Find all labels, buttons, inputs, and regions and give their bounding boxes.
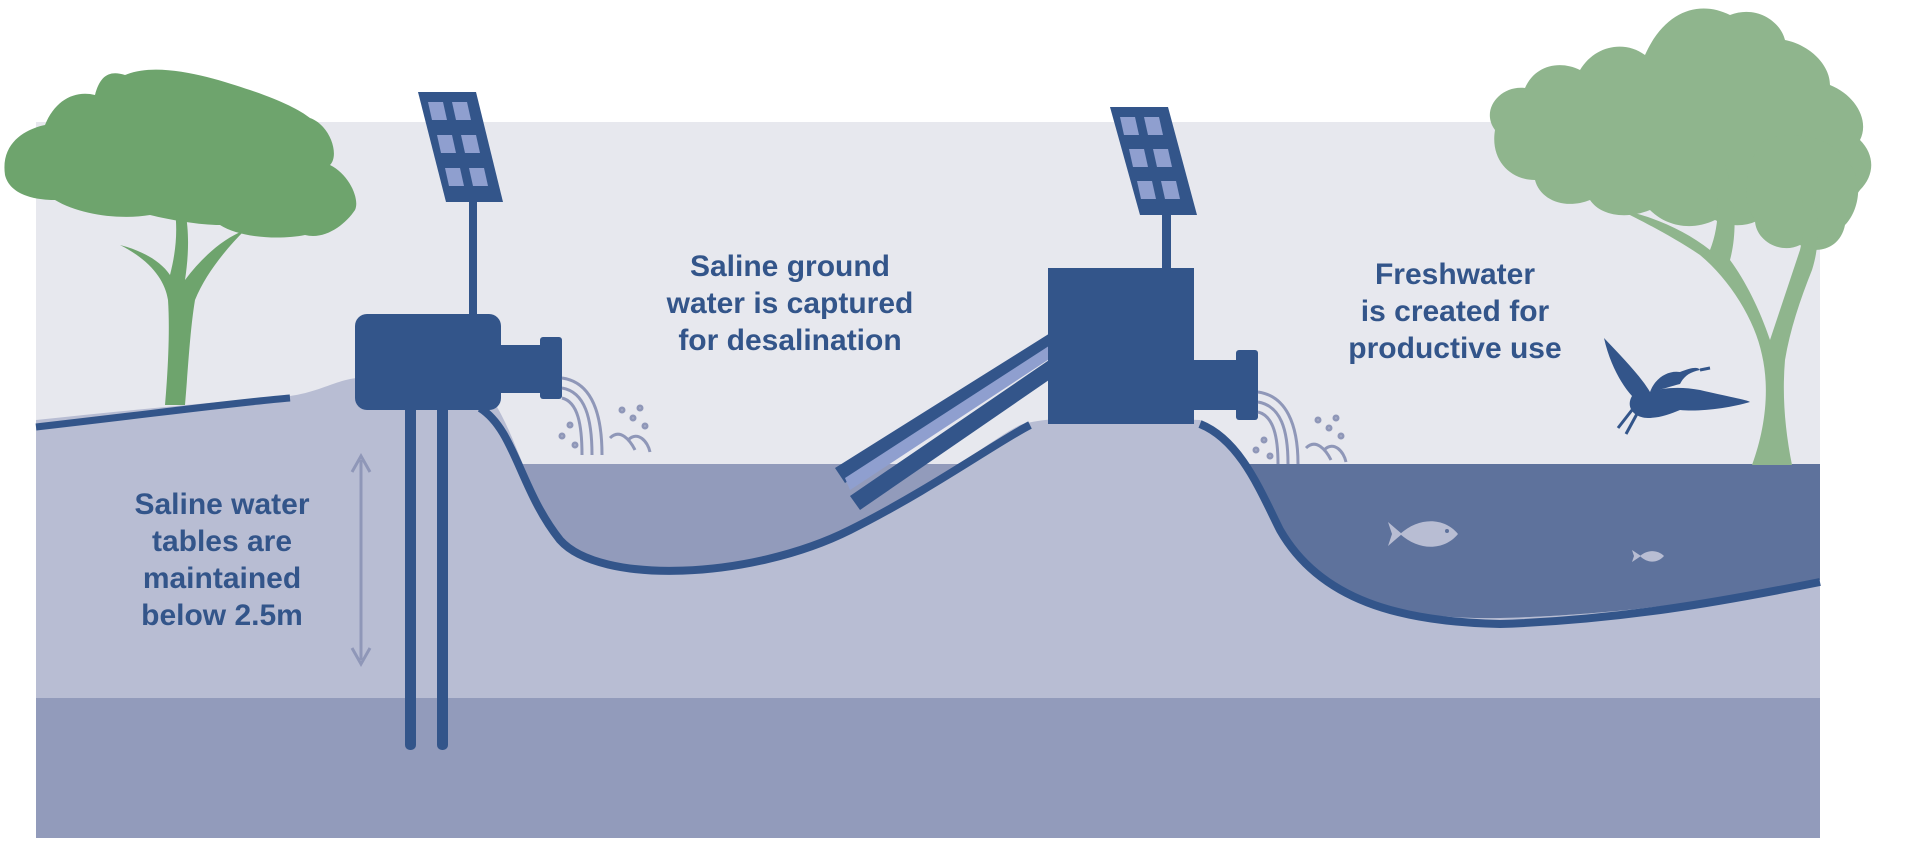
label-line: productive use [1348,332,1562,365]
ground-line [35,394,291,431]
groundwater-captured-label: Saline ground water is captured for desa… [630,248,950,359]
solar-panel-icon [1110,107,1197,274]
heron-icon [1604,338,1750,435]
label-line: Saline ground [689,250,890,283]
label-line: Saline water [134,488,310,521]
label-line: is created for [1360,295,1550,328]
deep-soil-band [36,698,1820,838]
pump-icon [835,268,1258,510]
label-line: Freshwater [1374,258,1536,291]
fresh-pond [1245,464,1820,619]
label-line: for desalination [678,324,902,357]
tree-icon [4,69,357,405]
saline-water-tables-label: Saline water tables are maintained below… [95,486,349,634]
label-line: maintained [142,562,302,595]
solar-panel-icon [418,92,503,320]
label-line: water is captured [666,287,914,320]
well-pipe-right [437,400,448,750]
well-pipe-left [405,400,416,750]
water-spray-icon [1252,390,1348,465]
saline-pond [520,464,970,571]
label-line: below 2.5m [141,599,303,632]
pump-icon [355,314,562,410]
double-arrow-icon [350,452,372,668]
label-line: tables are [151,525,293,558]
channel-line-fresh [1198,420,1821,629]
soil-layer [36,378,1820,700]
fish-icon [1632,550,1664,562]
channel-line-saline [477,404,1032,575]
freshwater-created-label: Freshwater is created for productive use [1310,256,1600,367]
water-spray-icon [558,376,652,456]
tree-icon [1489,8,1872,465]
fish-icon [1388,521,1458,547]
